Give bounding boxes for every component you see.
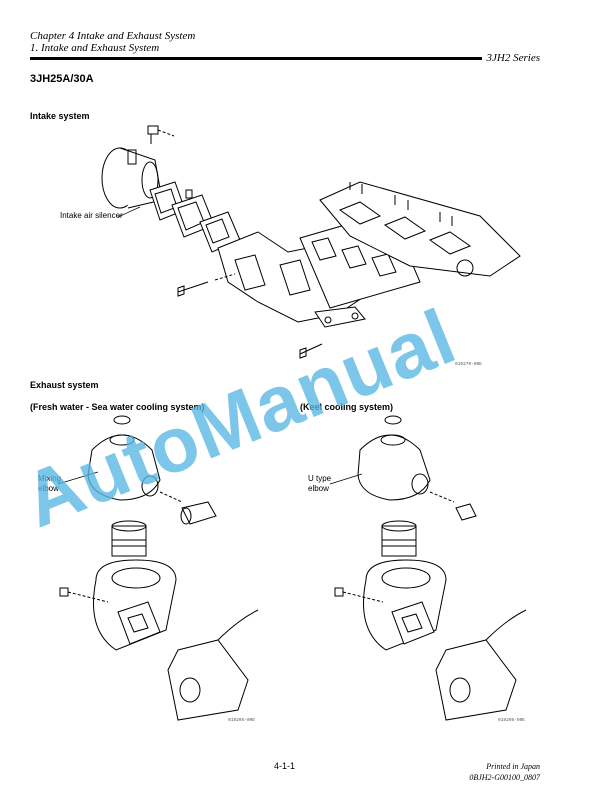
page-number: 4-1-1 bbox=[274, 761, 296, 771]
intake-heading: Intake system bbox=[30, 111, 90, 121]
doc-code: 0BJH2-G00100_0807 bbox=[469, 773, 540, 782]
mixing-elbow-diagram bbox=[59, 415, 259, 721]
mixing-leader bbox=[57, 471, 99, 485]
model-title: 3JH25A/30A bbox=[30, 73, 94, 85]
intake-fig-code: 019270-00E bbox=[455, 362, 483, 367]
label-mixing-1: Mixing bbox=[38, 474, 62, 483]
header-rule bbox=[30, 57, 482, 60]
exhaust-heading: Exhaust system bbox=[30, 380, 99, 390]
label-mixing-2: elbow bbox=[38, 484, 59, 493]
series-label: 3JH2 Series bbox=[486, 52, 540, 64]
chapter-title: Chapter 4 Intake and Exhaust System bbox=[30, 30, 196, 42]
u-type-elbow-diagram bbox=[334, 415, 527, 721]
left-fig-code: 019295-00E bbox=[228, 718, 256, 723]
section-title: 1. Intake and Exhaust System bbox=[30, 42, 160, 54]
right-fig-code: 019296-00E bbox=[498, 718, 526, 723]
exhaust-left-heading: (Fresh water - Sea water cooling system) bbox=[30, 402, 205, 412]
label-utype-1: U type bbox=[308, 474, 332, 483]
silencer-leader bbox=[117, 206, 141, 218]
exhaust-right-heading: (Keel cooling system) bbox=[300, 402, 394, 412]
intake-diagram bbox=[101, 125, 521, 359]
label-intake-silencer: Intake air silencer bbox=[60, 211, 123, 220]
utype-leader bbox=[329, 473, 363, 485]
printed-in: Printed in Japan bbox=[486, 762, 540, 771]
label-utype-2: elbow bbox=[308, 484, 329, 493]
